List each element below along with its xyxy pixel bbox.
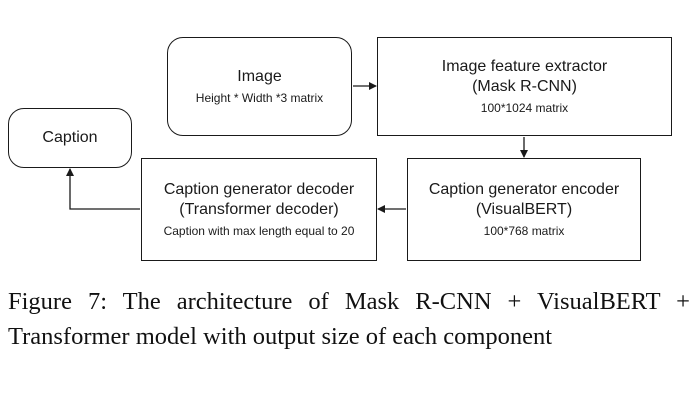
node-caption-encoder: Caption generator encoder (VisualBERT) 1… [407,158,641,261]
arrow-decoder-to-caption [66,168,140,210]
node-image: Image Height * Width *3 matrix [167,37,352,136]
node-feature-extractor-model: (Mask R-CNN) [472,78,577,95]
figure-caption: Figure 7: The architecture of Mask R-CNN… [8,288,690,350]
node-caption-decoder-detail: Caption with max length equal to 20 [163,224,355,238]
node-feature-extractor-title: Image feature extractor [441,58,608,75]
node-caption-decoder-title: Caption generator decoder [163,181,355,198]
node-caption-title: Caption [42,129,98,146]
node-caption-decoder: Caption generator decoder (Transformer d… [141,158,377,261]
node-caption-encoder-title: Caption generator encoder [428,181,620,198]
node-caption-encoder-detail: 100*768 matrix [483,224,565,238]
node-caption-decoder-model: (Transformer decoder) [179,201,339,218]
node-feature-extractor: Image feature extractor (Mask R-CNN) 100… [377,37,672,136]
node-caption: Caption [8,108,132,168]
node-image-detail: Height * Width *3 matrix [195,91,324,105]
node-image-title: Image [237,68,282,85]
node-caption-encoder-model: (VisualBERT) [475,201,573,218]
node-feature-extractor-detail: 100*1024 matrix [480,101,569,115]
